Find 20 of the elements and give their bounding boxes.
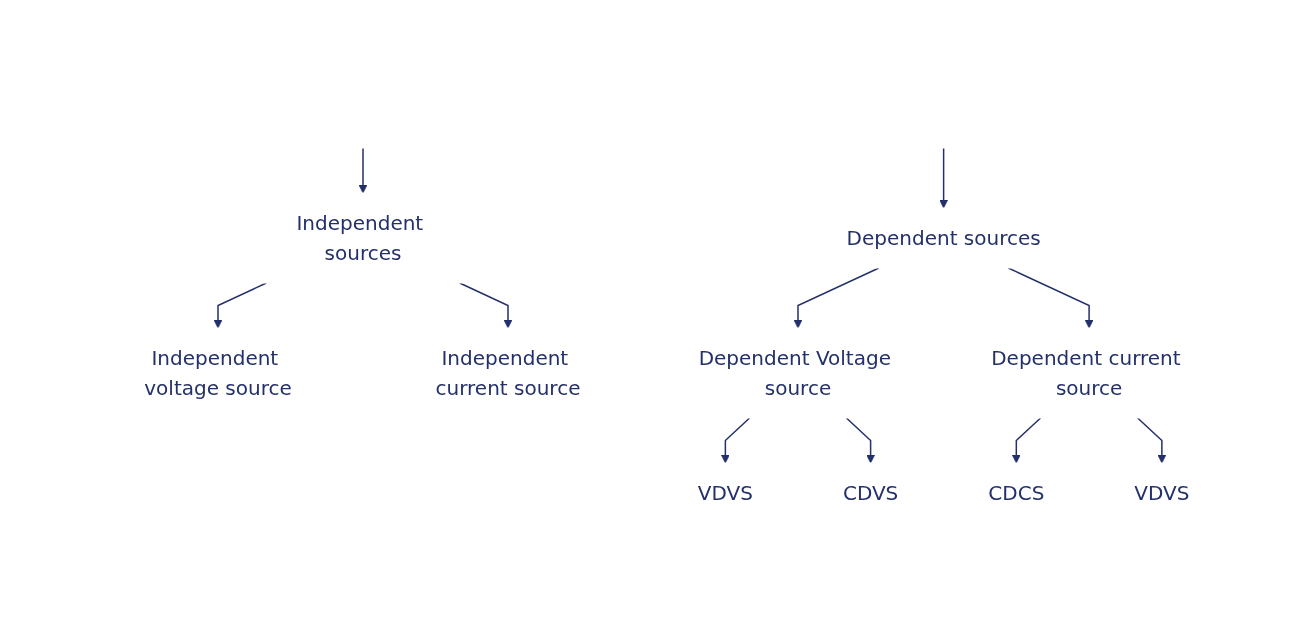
node-text: CDVS [843,480,899,505]
arrow [721,417,751,464]
arrow [1137,417,1167,464]
node-text: CDCS [988,480,1045,505]
arrow [1012,417,1042,464]
node-text: Independent current source [435,345,581,400]
node-text: VDVS [698,480,754,505]
arrow [459,282,513,329]
arrow [1007,267,1094,329]
node-text: Independent sources [296,211,424,265]
node-text: VDVS [1134,480,1190,505]
node-text: Independent voltage source [144,345,293,400]
node-text: Dependent current source [991,345,1181,400]
node-text: Dependent Voltage source [698,345,892,400]
node-text: Dependent sources [846,226,1041,250]
arrow [358,147,368,194]
arrow [845,417,876,464]
arrow [213,282,268,329]
arrow [793,267,880,329]
arrow [939,147,949,209]
